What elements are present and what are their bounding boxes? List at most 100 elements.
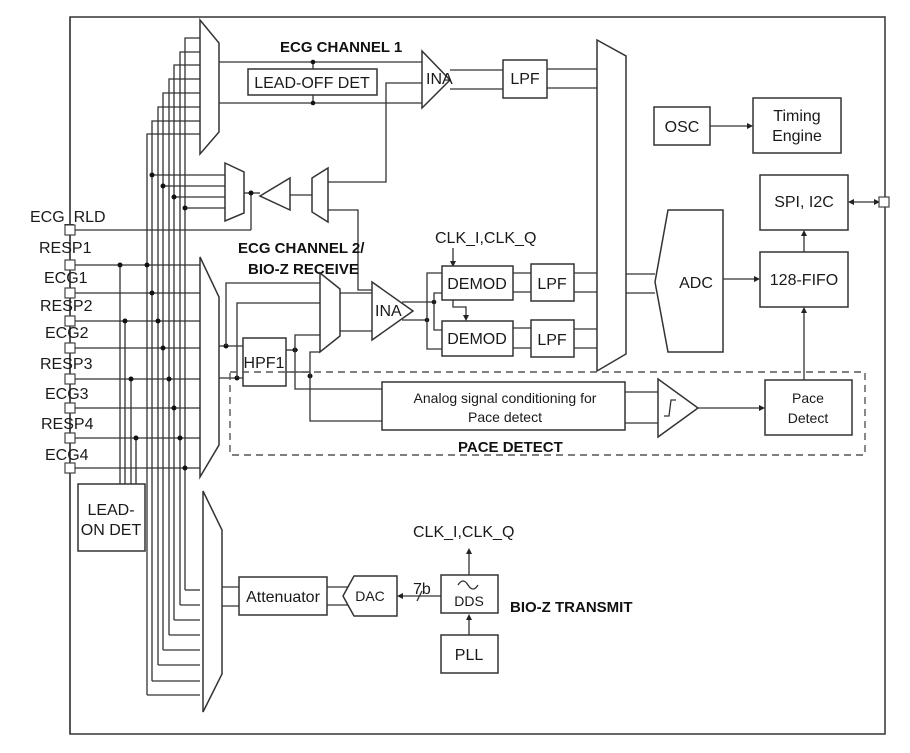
rld-select-mux[interactable]: [311, 166, 329, 224]
ina2-label: INA: [375, 303, 402, 320]
ina2-amplifier[interactable]: INA: [371, 280, 415, 342]
lpf-i-block[interactable]: LPF: [530, 263, 575, 302]
lpf1-block[interactable]: LPF: [502, 59, 548, 99]
section-bioz-transmit: BIO-Z TRANSMIT: [510, 599, 632, 616]
arrow-icon: [466, 614, 472, 620]
ecg1-input-mux[interactable]: [199, 17, 220, 157]
dac-label: DAC: [355, 588, 385, 604]
pin-label: RESP3: [40, 356, 93, 373]
fifo-label: 128-FIFO: [770, 272, 838, 289]
section-ecg-channel-1: ECG CHANNEL 1: [280, 39, 402, 56]
pin-label: ECG_RLD: [30, 209, 106, 226]
lead-on-label-2: ON DET: [81, 522, 142, 539]
arrow-icon: [466, 548, 472, 554]
lpf1-label: LPF: [510, 71, 540, 88]
pad-icon: [64, 259, 76, 271]
pin-resp3[interactable]: RESP3: [40, 356, 93, 385]
pin-ecg3[interactable]: ECG3: [45, 386, 89, 414]
demod-i-label: DEMOD: [447, 276, 507, 293]
analog-label-1: Analog signal conditioning for: [414, 390, 597, 406]
lpf-q-label: LPF: [537, 332, 567, 349]
rld-mux[interactable]: [224, 161, 245, 223]
pad-icon: [64, 462, 76, 474]
schmitt-comparator[interactable]: [657, 377, 700, 439]
pad-icon: [64, 432, 76, 444]
pin-resp2[interactable]: RESP2: [40, 298, 93, 327]
section-bioz-receive: BIO-Z RECEIVE: [248, 261, 359, 278]
spi-i2c-block[interactable]: SPI, I2C: [759, 174, 849, 231]
arrow-icon: [463, 315, 469, 321]
clk-label-tx: CLK_I,CLK_Q: [413, 524, 514, 541]
ina1-label: INA: [426, 71, 453, 88]
pad-icon: [64, 402, 76, 414]
ina1-amplifier[interactable]: INA: [421, 49, 453, 110]
hpf1-block[interactable]: HPF1: [242, 337, 287, 387]
arrow-icon: [848, 199, 854, 205]
demod-i-block[interactable]: DEMOD: [441, 265, 514, 301]
lpf-q-block[interactable]: LPF: [530, 319, 575, 358]
ecg2-input-mux[interactable]: [199, 256, 220, 480]
dac-block[interactable]: DAC: [342, 575, 398, 617]
pll-label: PLL: [455, 647, 484, 664]
dds-block[interactable]: DDS: [440, 574, 499, 614]
lead-on-det-block[interactable]: LEAD- ON DET: [77, 483, 146, 552]
pin-ecg1[interactable]: ECG1: [44, 270, 88, 299]
arrow-icon: [801, 307, 807, 313]
arrow-icon: [754, 276, 760, 282]
section-ecg-channel-2: ECG CHANNEL 2/: [238, 240, 365, 257]
fifo-block[interactable]: 128-FIFO: [759, 251, 849, 308]
analog-conditioning-block[interactable]: Analog signal conditioning for Pace dete…: [381, 381, 626, 431]
bioz-input-mux[interactable]: [319, 271, 341, 354]
pll-block[interactable]: PLL: [440, 634, 499, 674]
adc-block[interactable]: ADC: [654, 209, 724, 353]
spi-i2c-label: SPI, I2C: [774, 194, 834, 211]
attenuator-block[interactable]: Attenuator: [238, 576, 328, 616]
pin-ecg4[interactable]: ECG4: [45, 447, 89, 474]
lead-on-label-1: LEAD-: [87, 502, 134, 519]
adc-label: ADC: [679, 275, 713, 292]
rld-amplifier[interactable]: [258, 176, 291, 212]
pin-label: RESP1: [39, 240, 92, 257]
pin-ecg-rld[interactable]: ECG_RLD: [30, 209, 106, 236]
arrow-icon: [801, 230, 807, 236]
analog-label-2: Pace detect: [468, 409, 542, 425]
pin-column: ECG_RLD RESP1 ECG1 RESP2 ECG2 RESP3 ECG3: [30, 17, 106, 734]
osc-block[interactable]: OSC: [653, 106, 711, 146]
pin-label: ECG2: [45, 325, 89, 342]
pace-detect-region: [229, 371, 866, 456]
lpf-i-label: LPF: [537, 276, 567, 293]
bus-width-label: 7b: [413, 581, 431, 598]
pad-icon: [64, 373, 76, 385]
attenuator-label: Attenuator: [246, 589, 321, 606]
pad-icon: [64, 342, 76, 354]
demod-q-label: DEMOD: [447, 331, 507, 348]
pin-wires: [75, 193, 252, 469]
bus-slash: [416, 590, 423, 602]
arrow-icon: [450, 261, 456, 267]
timing-label-2: Engine: [772, 128, 822, 145]
pin-label: RESP4: [41, 416, 94, 433]
pad-icon: [64, 287, 76, 299]
osc-label: OSC: [665, 119, 700, 136]
sine-wave-icon: [457, 580, 479, 590]
channel-mux[interactable]: [596, 38, 627, 373]
arrow-icon: [747, 123, 753, 129]
spi-pad-icon[interactable]: [878, 196, 890, 208]
timing-label-1: Timing: [773, 108, 820, 125]
pin-label: ECG1: [44, 270, 88, 287]
pin-resp1[interactable]: RESP1: [39, 240, 92, 271]
pace-detect-block[interactable]: Pace Detect: [764, 379, 853, 436]
pin-label: ECG4: [45, 447, 89, 464]
timing-engine-block[interactable]: Timing Engine: [752, 97, 842, 154]
pace-label-2: Detect: [788, 410, 829, 426]
pin-ecg2[interactable]: ECG2: [45, 325, 89, 354]
pin-label: RESP2: [40, 298, 93, 315]
pin-resp4[interactable]: RESP4: [41, 416, 94, 444]
section-pace-detect: PACE DETECT: [458, 439, 563, 456]
arrow-icon: [759, 405, 765, 411]
lead-off-det-block[interactable]: LEAD-OFF DET: [247, 68, 378, 96]
transmit-mux[interactable]: [202, 490, 223, 713]
demod-q-block[interactable]: DEMOD: [441, 320, 514, 357]
clk-label-rx: CLK_I,CLK_Q: [435, 230, 536, 247]
